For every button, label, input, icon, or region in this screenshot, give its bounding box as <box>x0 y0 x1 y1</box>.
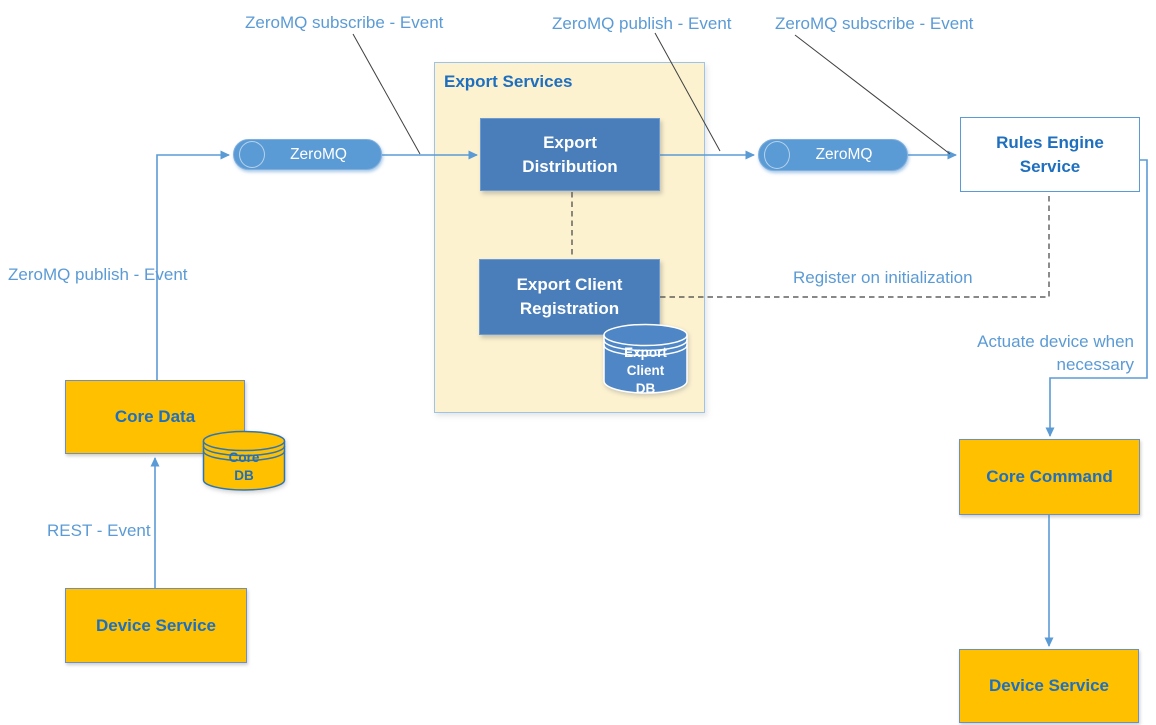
label-actuate-device: Actuate device when necessary <box>977 332 1134 374</box>
zeromq-bus-1-label: ZeroMQ <box>290 145 347 163</box>
core-db-label: Core DB <box>228 450 260 483</box>
label-zeromq-publish-left: ZeroMQ publish - Event <box>8 265 188 284</box>
core-command-label: Core Command <box>986 467 1113 486</box>
zeromq-bus-1: ZeroMQ <box>233 139 382 170</box>
connector-registration-to-rules-engine-dashed <box>660 194 1050 298</box>
zeromq-bus-2: ZeroMQ <box>758 139 908 171</box>
callout-line-zeromq-publish-top <box>654 32 721 152</box>
export-client-db-label: Export Client DB <box>624 345 667 396</box>
zeromq-bus-2-label: ZeroMQ <box>815 146 873 163</box>
cylinder-cap-icon <box>239 141 265 168</box>
database-icon <box>603 323 688 394</box>
core-data-label: Core Data <box>114 407 196 426</box>
cylinder-cap-icon <box>764 141 790 169</box>
device-service-right-label: Device Service <box>988 676 1110 695</box>
device-service-left-label: Device Service <box>95 615 217 635</box>
export-client-db-cylinder: Export Client DB <box>602 322 689 396</box>
callout-line-zeromq-subscribe-1 <box>352 33 421 155</box>
export-distribution-label: Export Distribution <box>522 132 618 176</box>
export-distribution-box: Export Distribution <box>480 118 660 191</box>
rules-engine-service-box: Rules Engine Service <box>960 117 1140 192</box>
connector-core-data-to-zeromq1 <box>156 150 230 380</box>
rules-engine-service-label: Rules Engine Service <box>996 132 1104 176</box>
export-services-title: Export Services <box>444 72 573 91</box>
core-command-box: Core Command <box>959 439 1140 515</box>
connector-rules-engine-to-core-command <box>1045 159 1148 437</box>
core-db-cylinder: Core DB <box>202 430 286 492</box>
database-icon <box>202 430 286 491</box>
label-zeromq-publish-top: ZeroMQ publish - Event <box>552 14 732 33</box>
device-service-left-box: Device Service <box>65 588 247 663</box>
label-rest-event: REST - Event <box>47 521 151 540</box>
export-client-registration-label: Export Client Registration <box>516 275 623 318</box>
label-zeromq-subscribe-2: ZeroMQ subscribe - Event <box>775 14 974 33</box>
label-register-on-initialization: Register on initialization <box>793 268 973 287</box>
callout-line-zeromq-subscribe-2 <box>794 34 951 155</box>
export-client-registration-box: Export Client Registration <box>479 259 660 335</box>
label-zeromq-subscribe-1: ZeroMQ subscribe - Event <box>245 13 444 32</box>
device-service-right-box: Device Service <box>959 649 1139 723</box>
